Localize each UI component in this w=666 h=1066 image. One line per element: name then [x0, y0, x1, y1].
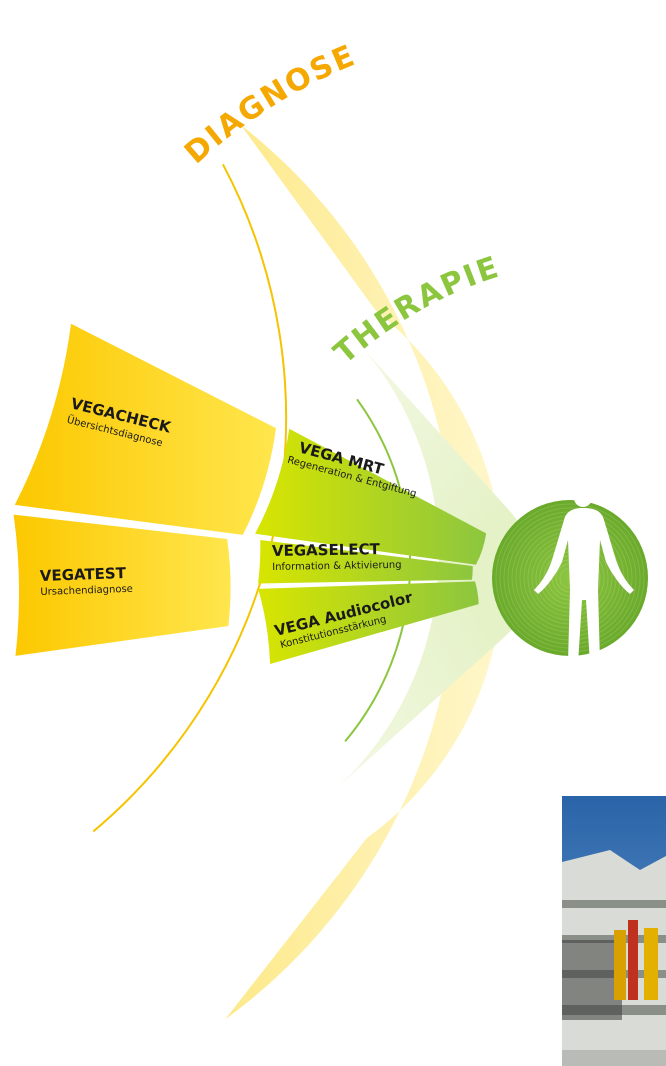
segment-vegaselect[interactable]: VEGASELECT Information & Aktivierung	[272, 540, 402, 573]
segment-title: VEGATEST	[40, 564, 127, 585]
diagnose-segments	[13, 323, 276, 656]
segment-subtitle: Information & Aktivierung	[272, 560, 402, 573]
therapie-segments	[255, 428, 487, 664]
building-photo	[562, 796, 666, 1066]
segment-vega-audiocolor-shape	[258, 581, 479, 664]
segment-vegatest-shape	[13, 514, 231, 656]
human-figure-icon	[534, 489, 634, 664]
segment-vega-mrt-shape	[255, 428, 487, 565]
human-circle	[492, 489, 648, 664]
segment-vegatest[interactable]: VEGATEST Ursachendiagnose	[40, 564, 134, 598]
segment-subtitle: Ursachendiagnose	[40, 584, 133, 598]
segment-vegacheck-shape	[14, 323, 276, 535]
segment-title: VEGASELECT	[272, 540, 381, 560]
segment-vegaselect-shape	[258, 539, 473, 584]
